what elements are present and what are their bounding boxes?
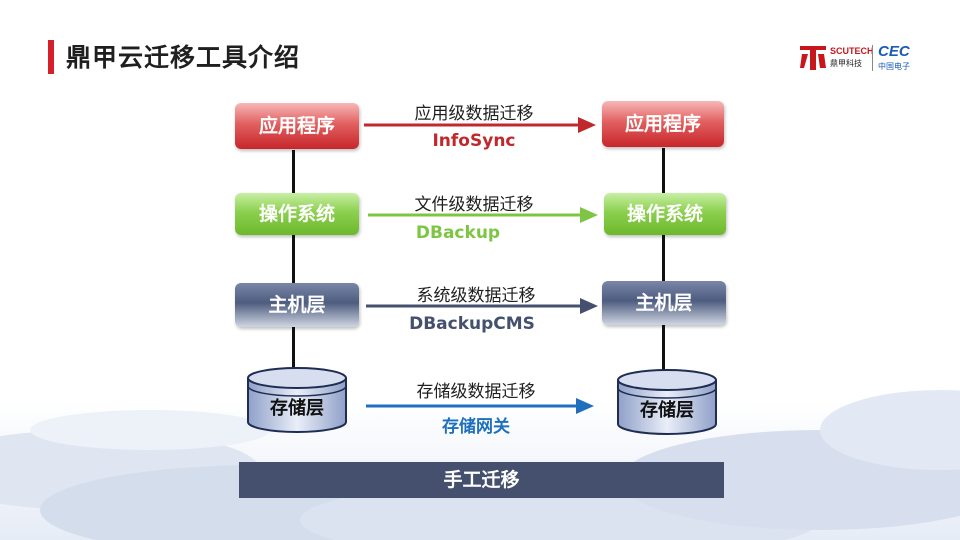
source-storage-cylinder-icon [247,367,347,433]
target-app-box: 应用程序 [602,101,724,147]
scutech-mark-icon [800,46,826,70]
target-host-box: 主机层 [602,281,726,325]
target-storage-cylinder-icon [617,369,717,435]
logo-brand: SCUTECH [830,46,874,56]
logo-partner-cn: 中国电子 [878,62,910,71]
host-migration-arrow-icon [366,298,598,314]
host-migration-tool: DBackupCMS [409,314,535,334]
logo-partner: CEC [878,43,910,60]
app-migration-level: 应用级数据迁移 [414,104,534,124]
source-app-box: 应用程序 [235,103,359,149]
storage-migration-level: 存储级数据迁移 [416,382,536,402]
source-host-box: 主机层 [235,283,359,327]
host-migration-level: 系统级数据迁移 [416,286,536,306]
left-stack-line [292,150,295,375]
manual-migration-bar: 手工迁移 [239,462,724,498]
target-storage-label: 存储层 [640,400,694,421]
target-os-box: 操作系统 [604,193,726,235]
source-storage-label: 存储层 [270,398,324,419]
logo-divider [872,45,873,71]
company-logo: SCUTECH 鼎甲科技 CEC 中国电子 [798,42,918,74]
os-migration-level: 文件级数据迁移 [414,195,534,215]
os-migration-arrow-icon [368,207,598,223]
source-os-box: 操作系统 [235,193,359,235]
title-accent-bar [48,40,54,74]
app-migration-tool: InfoSync [432,131,516,151]
app-migration-arrow-icon [364,117,596,133]
os-migration-tool: DBackup [415,223,501,243]
storage-migration-tool: 存储网关 [442,417,510,437]
storage-migration-arrow-icon [366,398,594,414]
logo-brand-cn: 鼎甲科技 [830,59,862,68]
right-stack-line [662,148,665,373]
page-title: 鼎甲云迁移工具介绍 [66,43,301,72]
